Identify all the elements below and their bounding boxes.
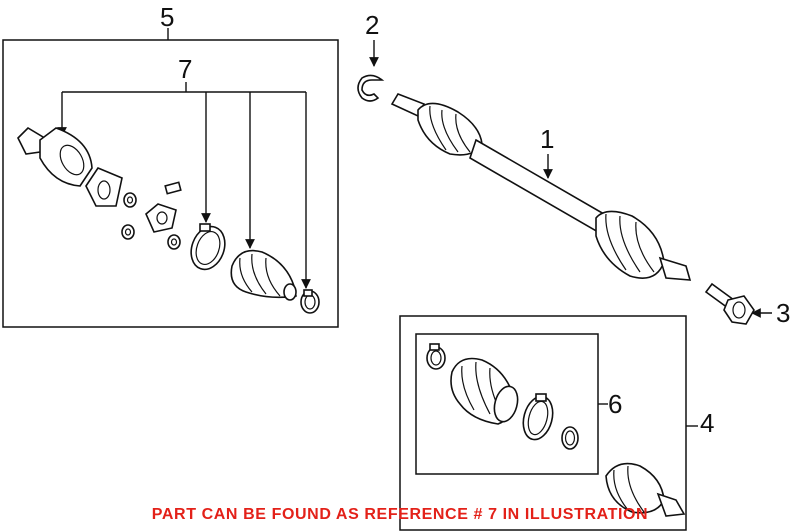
kit-box-4 <box>399 315 687 531</box>
kit-box-5 <box>2 39 339 328</box>
boot-clamp-small <box>300 289 320 314</box>
callout-3[interactable]: 3 <box>776 298 790 328</box>
callout-4[interactable]: 4 <box>700 408 714 438</box>
axle-bolt <box>704 282 755 325</box>
inner-race <box>145 181 182 233</box>
snap-ring <box>357 74 385 102</box>
cv-boot-left <box>230 249 297 301</box>
drive-axle-shaft <box>390 93 692 281</box>
boot-clamp-large <box>190 223 226 271</box>
reference-notice: PART CAN BE FOUND AS REFERENCE # 7 IN IL… <box>151 506 649 523</box>
callout-5[interactable]: 5 <box>160 2 174 32</box>
callout-2[interactable]: 2 <box>365 10 379 40</box>
callout-1[interactable]: 1 <box>540 124 554 154</box>
callout-7[interactable]: 7 <box>178 54 192 84</box>
outer-cv-joint <box>17 126 93 187</box>
inner-cv-joint <box>605 462 686 517</box>
retaining-ring-kit <box>561 426 579 450</box>
small-washers <box>121 192 181 250</box>
boot-clamp-kit-small <box>426 343 446 370</box>
boot-clamp-kit-large <box>522 393 554 441</box>
callout-6[interactable]: 6 <box>608 389 622 419</box>
bearing-cage <box>85 167 123 207</box>
cv-boot-kit <box>450 357 519 425</box>
